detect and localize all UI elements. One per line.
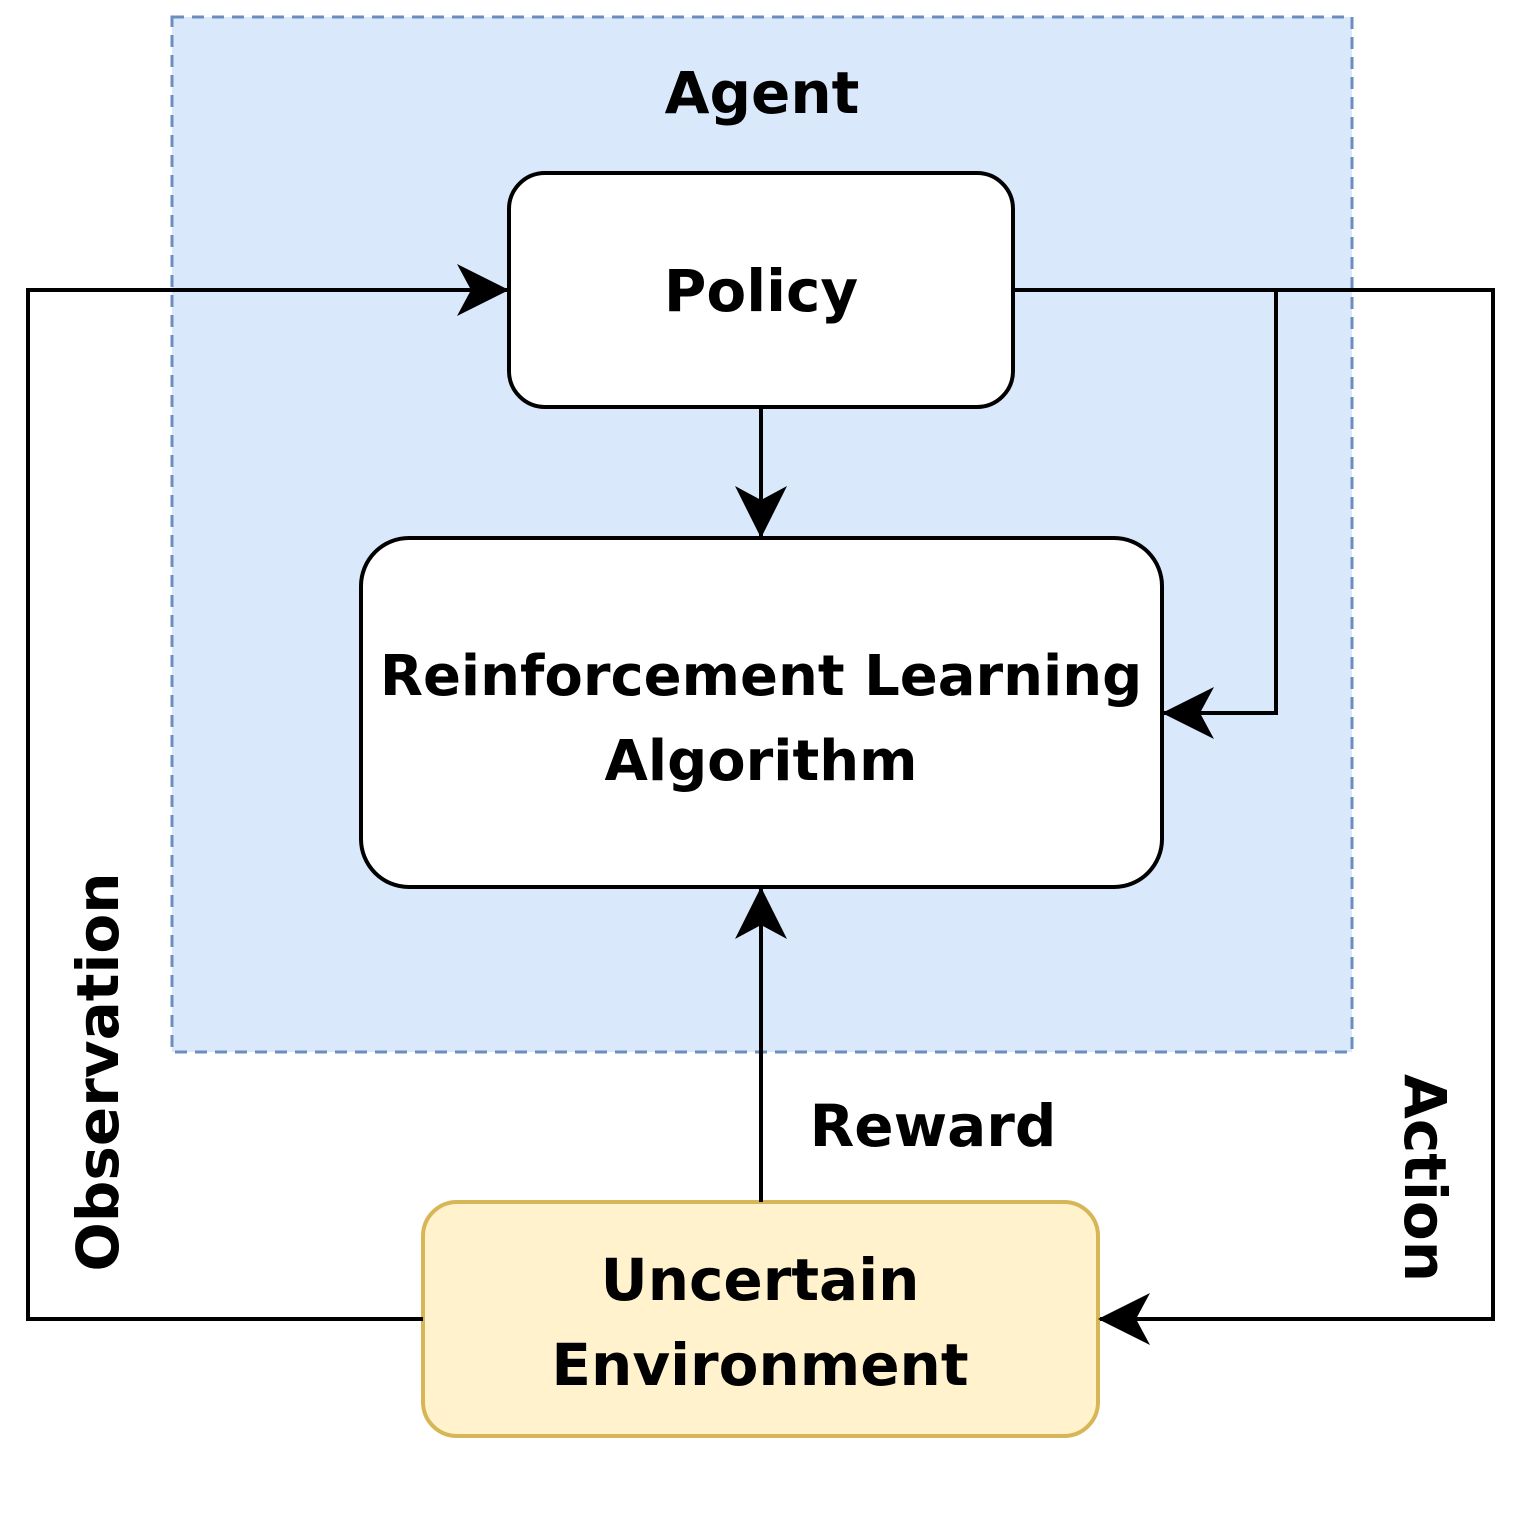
policy-label: Policy <box>664 257 858 325</box>
agent-title: Agent <box>665 59 860 127</box>
environment-label-line1: Uncertain <box>601 1246 920 1314</box>
action-branch-edge <box>1162 290 1278 739</box>
environment-node <box>421 1200 1100 1438</box>
environment-label-line2: Environment <box>551 1331 968 1399</box>
algorithm-node <box>359 536 1164 889</box>
algorithm-label-line2: Algorithm <box>605 729 918 794</box>
action-edge <box>1013 288 1495 1345</box>
algorithm-label-line1: Reinforcement Learning <box>380 644 1142 709</box>
observation-label: Observation <box>64 873 132 1272</box>
action-label: Action <box>1391 1074 1459 1282</box>
observation-edge <box>26 264 509 1321</box>
reward-label: Reward <box>810 1092 1057 1160</box>
